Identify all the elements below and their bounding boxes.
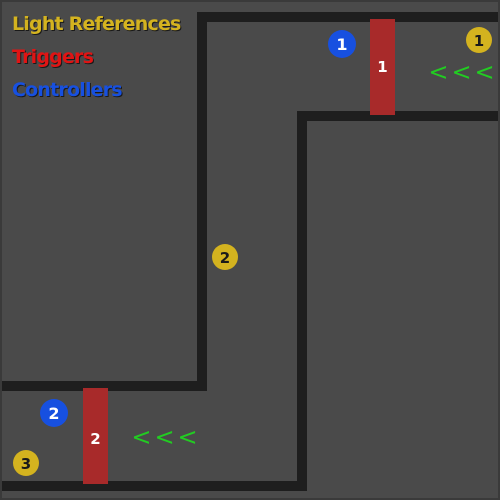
light-references: 1 2 3	[13, 27, 492, 476]
controller-2[interactable]	[40, 399, 68, 427]
triggers: 1 2	[83, 19, 395, 484]
direction-arrow-lower: <<<	[131, 423, 200, 451]
legend-triggers: Triggers	[12, 46, 94, 68]
light-reference-3-label: 3	[21, 455, 31, 473]
controller-1-label: 1	[336, 35, 347, 54]
trigger-1[interactable]	[370, 19, 395, 115]
wall-left-step	[2, 12, 207, 391]
direction-arrow-upper: <<<	[428, 58, 497, 86]
legend-controllers: Controllers	[12, 79, 123, 101]
trigger-1-label: 1	[377, 58, 387, 76]
direction-arrows: <<< <<<	[131, 58, 497, 451]
wall-right-step	[2, 111, 498, 491]
light-reference-2-label: 2	[220, 249, 230, 267]
light-reference-3[interactable]	[13, 450, 39, 476]
controllers: 1 2	[40, 30, 356, 427]
trigger-2[interactable]	[83, 388, 108, 484]
light-reference-1-label: 1	[474, 32, 484, 50]
trigger-2-label: 2	[90, 430, 100, 448]
light-reference-2[interactable]	[212, 244, 238, 270]
controller-2-label: 2	[48, 404, 59, 423]
light-reference-1[interactable]	[466, 27, 492, 53]
controller-1[interactable]	[328, 30, 356, 58]
walls	[2, 12, 498, 491]
legend-light-references: Light References	[12, 13, 181, 35]
